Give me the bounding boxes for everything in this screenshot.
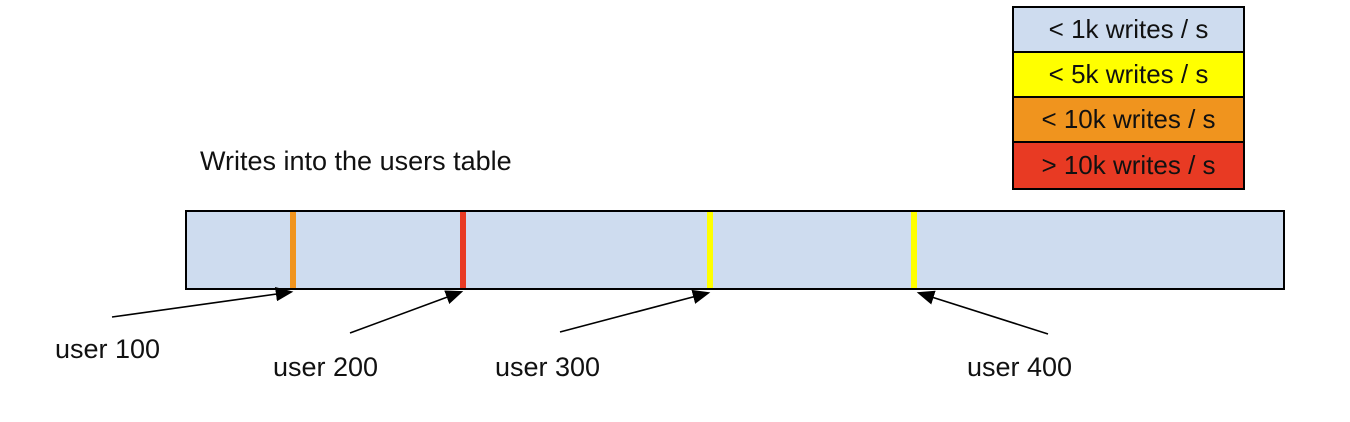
annotation-arrow	[916, 290, 1049, 335]
legend-item-label: < 1k writes / s	[1048, 14, 1209, 44]
user-label: user 300	[495, 352, 601, 382]
legend-item: < 5k writes / s	[1014, 53, 1243, 98]
legend-item-label: < 5k writes / s	[1048, 59, 1209, 89]
legend-item: < 10k writes / s	[1014, 98, 1243, 143]
legend-item: > 10k writes / s	[1014, 143, 1243, 188]
user-label: user 400	[967, 352, 1073, 382]
legend-item-label: < 10k writes / s	[1041, 104, 1216, 134]
write-rate-marker	[460, 212, 467, 288]
user-label: user 100	[55, 334, 161, 364]
write-rate-marker	[706, 212, 713, 288]
legend-item-label: > 10k writes / s	[1041, 150, 1216, 180]
annotation-arrow	[559, 289, 711, 333]
annotation-arrow	[111, 286, 294, 318]
user-label: user 200	[273, 352, 379, 382]
annotation-arrow	[349, 290, 464, 334]
diagram-title: Writes into the users table	[200, 146, 512, 176]
users-table-bar	[185, 210, 1285, 290]
legend: < 1k writes / s < 5k writes / s < 10k writ…	[1012, 6, 1245, 190]
legend-item: < 1k writes / s	[1014, 8, 1243, 53]
write-rate-marker	[290, 212, 297, 288]
write-rate-marker	[910, 212, 917, 288]
